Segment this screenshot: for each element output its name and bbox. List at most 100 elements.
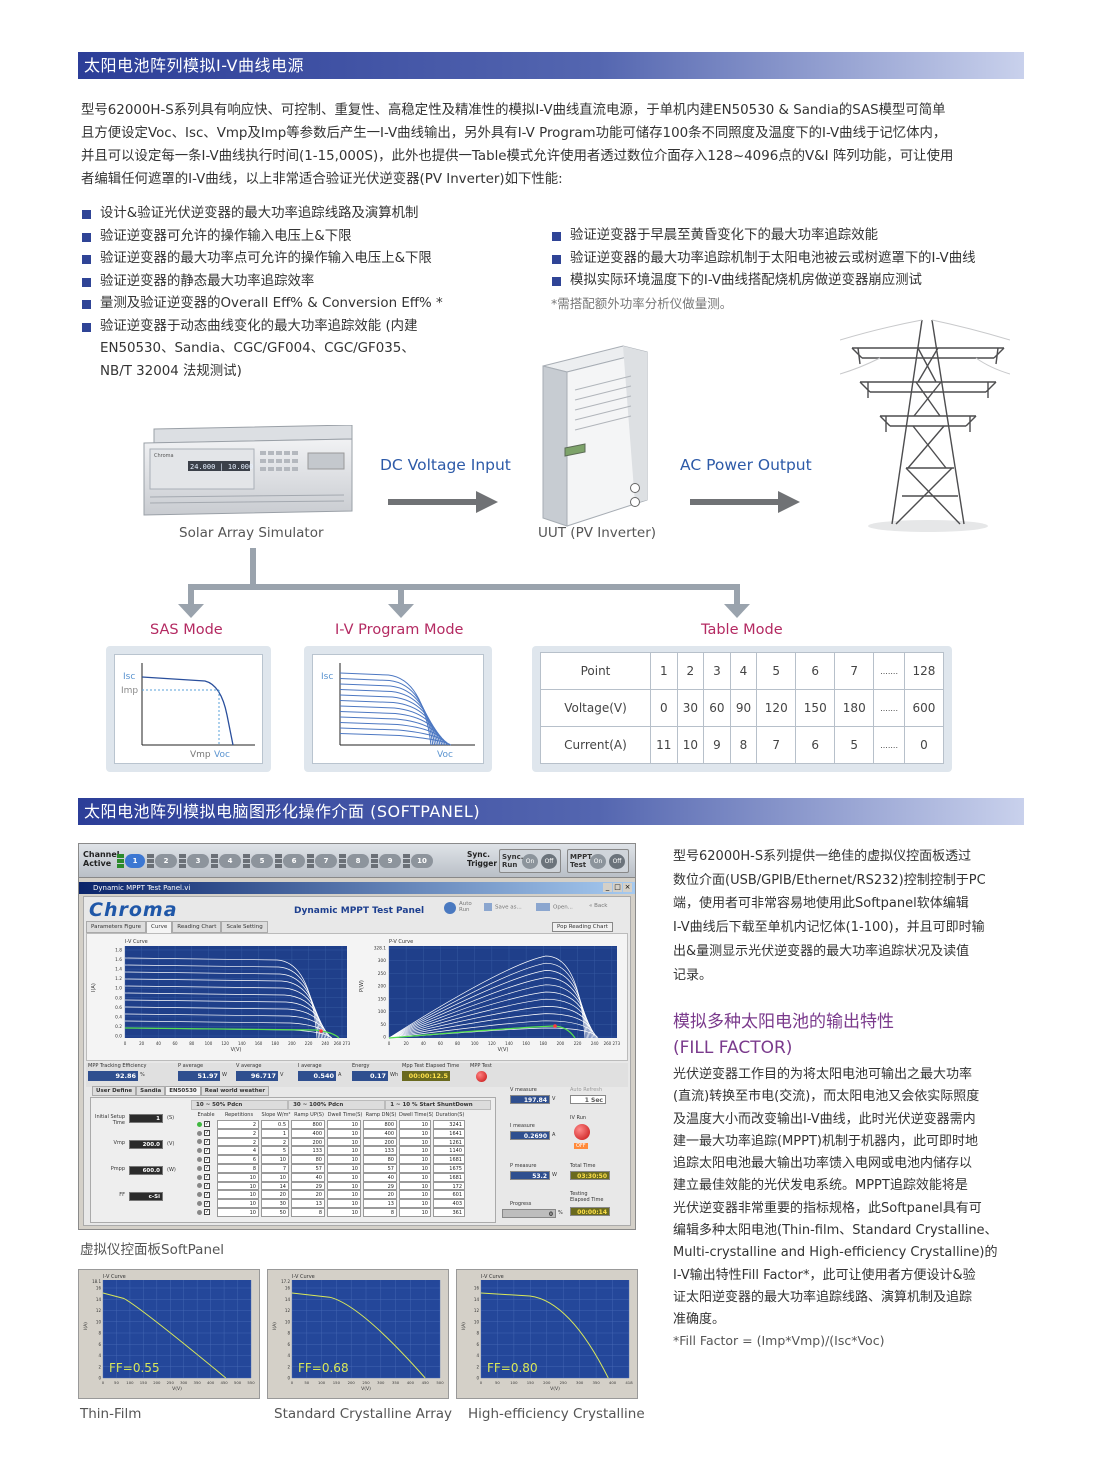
enable-checkbox[interactable]: ✓	[204, 1174, 210, 1181]
grid-cell[interactable]: 20	[261, 1190, 289, 1200]
grid-cell[interactable]: 3241	[433, 1120, 465, 1129]
grid-cell[interactable]: 10	[327, 1163, 361, 1173]
channel-5-button[interactable]: 5	[243, 853, 273, 869]
grid-cell[interactable]: 8	[363, 1207, 397, 1217]
auto-run-icon[interactable]	[444, 902, 456, 914]
grid-cell[interactable]: 29	[363, 1181, 397, 1191]
enable-checkbox[interactable]: ✓	[204, 1209, 210, 1216]
sync-off-button[interactable]: Off	[541, 854, 557, 869]
grid-cell[interactable]: 10	[399, 1199, 431, 1208]
grid-cell[interactable]: 403	[433, 1199, 465, 1208]
grid-cell[interactable]: 2	[217, 1120, 259, 1129]
grid-cell[interactable]: 30	[261, 1199, 289, 1208]
grid-cell[interactable]: 1140	[433, 1146, 465, 1156]
grid-cell[interactable]: 200	[363, 1137, 397, 1147]
grid-cell[interactable]: 10	[399, 1128, 431, 1138]
grid-cell[interactable]: 4	[217, 1146, 259, 1156]
grid-cell[interactable]: 601	[433, 1190, 465, 1200]
channel-10-button[interactable]: 10	[403, 853, 433, 869]
maximize-icon[interactable]: □	[613, 883, 622, 892]
grid-cell[interactable]: 6	[217, 1155, 259, 1164]
grid-cell[interactable]: 800	[291, 1120, 325, 1129]
grid-cell[interactable]: 10	[217, 1172, 259, 1182]
minimize-icon[interactable]: _	[603, 883, 612, 892]
grid-cell[interactable]: 10	[327, 1172, 361, 1182]
back-button[interactable]: « Back	[589, 903, 608, 909]
enable-checkbox[interactable]: ✓	[204, 1147, 210, 1154]
grid-cell[interactable]: 50	[261, 1207, 289, 1217]
mppt-off-button[interactable]: Off	[609, 854, 625, 869]
grid-cell[interactable]: 29	[291, 1181, 325, 1191]
channel-2-button[interactable]: 2	[147, 853, 177, 869]
grid-cell[interactable]: 80	[363, 1155, 397, 1164]
grid-cell[interactable]: 1681	[433, 1172, 465, 1182]
param-input[interactable]: 600.0	[129, 1166, 163, 1175]
channel-6-button[interactable]: 6	[275, 853, 305, 869]
channel-3-button[interactable]: 3	[179, 853, 209, 869]
grid-cell[interactable]: 172	[433, 1181, 465, 1191]
mppt-on-button[interactable]: On	[590, 854, 606, 869]
grid-cell[interactable]: 14	[261, 1181, 289, 1191]
grid-cell[interactable]: 400	[291, 1128, 325, 1138]
grid-cell[interactable]: 1261	[433, 1137, 465, 1147]
grid-cell[interactable]: 10	[399, 1137, 431, 1147]
close-icon[interactable]: ×	[623, 883, 632, 892]
grid-cell[interactable]: 10	[399, 1163, 431, 1173]
enable-checkbox[interactable]: ✓	[204, 1156, 210, 1163]
enable-checkbox[interactable]: ✓	[204, 1121, 210, 1128]
grid-cell[interactable]: 20	[291, 1190, 325, 1200]
grid-cell[interactable]: 10	[399, 1120, 431, 1129]
grid-cell[interactable]: 5	[261, 1146, 289, 1156]
grid-cell[interactable]: 10	[261, 1172, 289, 1182]
grid-cell[interactable]: 10	[399, 1190, 431, 1200]
channel-8-button[interactable]: 8	[339, 853, 369, 869]
grid-cell[interactable]: 10	[327, 1128, 361, 1138]
channel-9-button[interactable]: 9	[371, 853, 401, 869]
grid-cell[interactable]: 10	[399, 1172, 431, 1182]
grid-cell[interactable]: 57	[291, 1163, 325, 1173]
grid-cell[interactable]: 10	[217, 1199, 259, 1208]
sync-on-button[interactable]: On	[522, 854, 538, 869]
channel-7-button[interactable]: 7	[307, 853, 337, 869]
grid-cell[interactable]: 1675	[433, 1163, 465, 1173]
tab-reading-chart[interactable]: Reading Chart	[172, 921, 222, 933]
grid-cell[interactable]: 10	[327, 1155, 361, 1164]
grid-cell[interactable]: 10	[327, 1120, 361, 1129]
channel-4-button[interactable]: 4	[211, 853, 241, 869]
grid-cell[interactable]: 57	[363, 1163, 397, 1173]
tab-scale-setting[interactable]: Scale Setting	[221, 921, 268, 933]
grid-cell[interactable]: 8	[291, 1207, 325, 1217]
grid-cell[interactable]: 2	[217, 1128, 259, 1138]
subtab-user-define[interactable]: User Define	[92, 1086, 137, 1096]
grid-cell[interactable]: 800	[363, 1120, 397, 1129]
grid-cell[interactable]: 10	[327, 1207, 361, 1217]
grid-cell[interactable]: 10	[399, 1181, 431, 1191]
enable-checkbox[interactable]: ✓	[204, 1165, 210, 1172]
save-as-button[interactable]: Save as...	[484, 903, 522, 911]
iv-run-button[interactable]	[574, 1124, 590, 1140]
grid-cell[interactable]: 400	[363, 1128, 397, 1138]
grid-cell[interactable]: 40	[291, 1172, 325, 1182]
grid-cell[interactable]: 10	[327, 1146, 361, 1156]
grid-cell[interactable]: 133	[363, 1146, 397, 1156]
enable-checkbox[interactable]: ✓	[204, 1191, 210, 1198]
grid-cell[interactable]: 1681	[433, 1155, 465, 1164]
grid-cell[interactable]: 80	[291, 1155, 325, 1164]
grid-cell[interactable]: 10	[399, 1146, 431, 1156]
grid-cell[interactable]: 8	[217, 1163, 259, 1173]
grid-cell[interactable]: 10	[327, 1137, 361, 1147]
param-input[interactable]: 200.0	[129, 1140, 163, 1149]
enable-checkbox[interactable]: ✓	[204, 1138, 210, 1145]
subtab-en50530[interactable]: EN50530	[165, 1086, 201, 1096]
grid-cell[interactable]: 1	[261, 1128, 289, 1138]
grid-cell[interactable]: 10	[261, 1155, 289, 1164]
grid-cell[interactable]: 10	[217, 1181, 259, 1191]
grid-cell[interactable]: 10	[327, 1181, 361, 1191]
enable-checkbox[interactable]: ✓	[204, 1182, 210, 1189]
enable-checkbox[interactable]: ✓	[204, 1200, 210, 1207]
subtab-real-world-weather[interactable]: Real world weather	[200, 1086, 270, 1096]
param-input[interactable]: c-Si	[129, 1192, 163, 1201]
grid-cell[interactable]: 40	[363, 1172, 397, 1182]
grid-cell[interactable]: 10	[217, 1207, 259, 1217]
grid-cell[interactable]: 2	[217, 1137, 259, 1147]
